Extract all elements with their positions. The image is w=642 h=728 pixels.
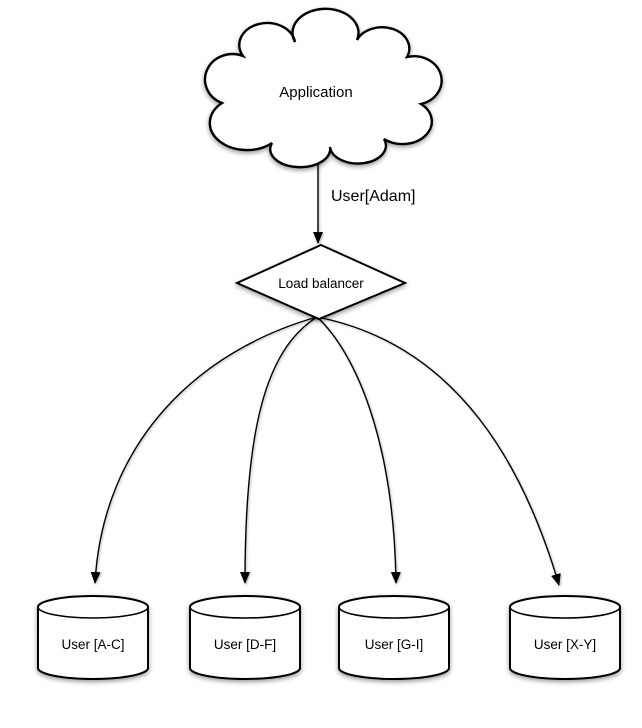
shard-label-3: User [G-I] (365, 637, 424, 652)
shard-arrow-2 (240, 316, 318, 584)
shard-node-1: User [A-C] (37, 595, 149, 680)
cylinder-top-rim (338, 606, 450, 619)
application-label: Application (279, 84, 352, 101)
shard-node-4: User [X-Y] (509, 595, 621, 680)
shard-label-1: User [A-C] (61, 637, 124, 652)
load-balancer-node: Load balancer (234, 243, 408, 321)
shard-node-3: User [G-I] (338, 595, 450, 680)
edge-loadbalancer-to-shard-4 (316, 316, 561, 586)
cylinder-top-rim (509, 606, 621, 619)
edge-loadbalancer-to-shard-1 (90, 316, 318, 584)
load-balancer-label: Load balancer (278, 276, 364, 291)
edge-loadbalancer-to-shard-2 (240, 316, 318, 584)
shard-node-2: User [D-F] (189, 595, 301, 680)
application-cloud: Application (203, 7, 443, 169)
cylinder-top-rim (189, 606, 301, 619)
edge-loadbalancer-to-shard-3 (316, 316, 401, 584)
diamond-outline (234, 243, 408, 321)
shard-arrow-4 (316, 316, 561, 586)
shard-arrow-3 (316, 316, 401, 584)
cylinder-top-rim (37, 606, 149, 619)
shard-label-2: User [D-F] (214, 637, 276, 652)
cloud-outline (203, 7, 443, 169)
request-edge-label: User[Adam] (331, 188, 415, 205)
shard-arrow-1 (90, 316, 318, 584)
shard-label-4: User [X-Y] (534, 637, 596, 652)
